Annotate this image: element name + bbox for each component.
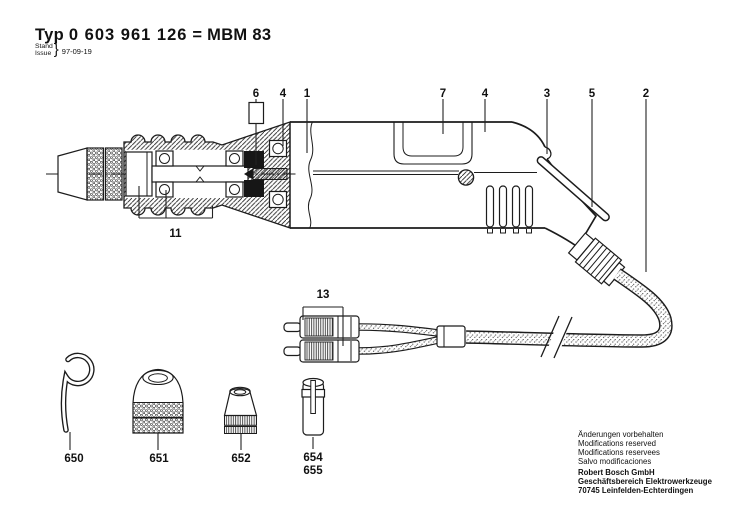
- callout-4b: 4: [482, 88, 489, 100]
- issue-date-block: Stand Issue } 97-09-19: [35, 41, 92, 58]
- model-name: = MBM 83: [192, 26, 272, 44]
- strain-relief-boot: [567, 232, 626, 287]
- brace-glyph: }: [53, 41, 59, 58]
- part-label-654: 654: [303, 452, 323, 464]
- accessory-652-chuck-cap-small: [223, 386, 258, 450]
- gear-housing-section: [123, 121, 314, 229]
- typ-label: Typ: [35, 26, 65, 44]
- company-division: Geschäftsbereich Elektrowerkzeuge: [578, 477, 712, 486]
- part-label-651: 651: [149, 453, 169, 465]
- power-plugs: [283, 315, 466, 363]
- company-address: 70745 Leinfelden-Echterdingen: [578, 486, 694, 495]
- drill-chuck: [57, 147, 123, 201]
- cable-break-gap: [543, 315, 573, 362]
- footer-note-es: Salvo modificaciones: [578, 457, 652, 466]
- callout-13: 13: [317, 289, 330, 301]
- accessory-650-hook: [60, 352, 95, 450]
- callout-5: 5: [589, 88, 596, 100]
- footer-note-fr: Modifications reservees: [578, 448, 660, 457]
- callout-labels: 6 4 1 7 4 3 5 2 11 13 650 651 652 654 65…: [64, 88, 649, 477]
- callout-leaders: [138, 99, 647, 346]
- cable-break-marks: [540, 315, 573, 359]
- vent-slots: [485, 185, 534, 234]
- callout-4a: 4: [280, 88, 287, 100]
- type-title: Typ 0 603 961 126 = MBM 83: [35, 26, 271, 45]
- callout-3: 3: [544, 88, 550, 100]
- stand-label: Stand: [35, 43, 53, 50]
- issue-label: Issue: [35, 50, 52, 57]
- accessory-654-collet: [301, 377, 326, 449]
- callout-6: 6: [253, 88, 259, 100]
- footer-note-en: Modifications reserved: [578, 439, 657, 448]
- housing-screw: [457, 169, 475, 186]
- cable-ferrule: [436, 325, 466, 348]
- hanger-clip: [536, 156, 610, 222]
- callout-1: 1: [304, 88, 311, 100]
- part-label-650: 650: [64, 453, 83, 465]
- part-label-655: 655: [303, 465, 323, 477]
- type-number: 0 603 961 126: [68, 26, 188, 44]
- legal-footer: Änderungen vorbehalten Modifications res…: [578, 430, 712, 495]
- cable-assembly: [466, 232, 666, 362]
- part-label-652: 652: [231, 453, 250, 465]
- issue-date: 97-09-19: [61, 47, 92, 56]
- callout-7: 7: [440, 88, 446, 100]
- callout-2: 2: [643, 88, 649, 100]
- footer-note-de: Änderungen vorbehalten: [578, 430, 664, 439]
- callout-11: 11: [169, 228, 182, 240]
- motor-housing-body: [290, 121, 598, 254]
- accessory-651-chuck-cap: [132, 368, 184, 450]
- company-name: Robert Bosch GmbH: [578, 468, 655, 477]
